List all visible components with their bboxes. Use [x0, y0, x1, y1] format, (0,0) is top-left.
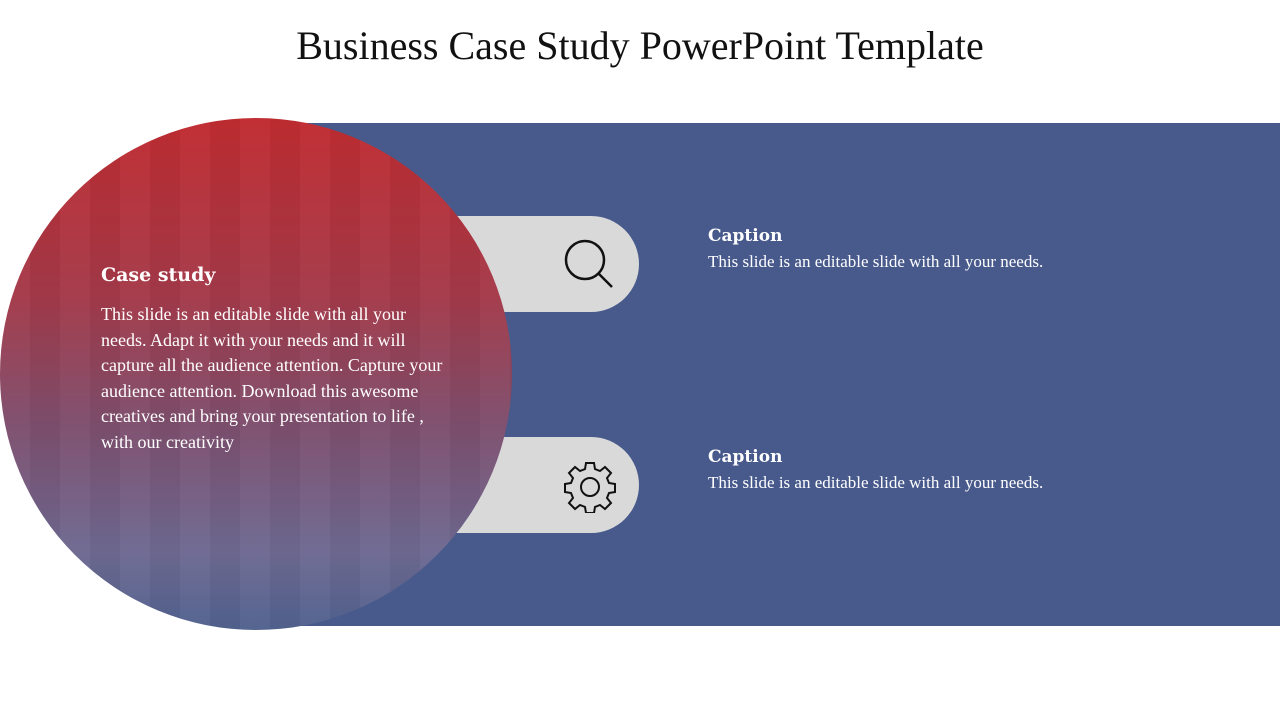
caption-text: This slide is an editable slide with all…	[708, 473, 1044, 492]
case-study-heading: Case study	[101, 264, 216, 286]
case-study-body: This slide is an editable slide with all…	[101, 304, 443, 452]
search-icon	[564, 239, 613, 288]
gear-icon	[564, 462, 616, 513]
caption-block-1: Caption This slide is an editable slide …	[708, 226, 1068, 273]
case-study-circle-image	[0, 118, 512, 630]
caption-heading: Caption	[708, 447, 783, 467]
case-study-block: Case study This slide is an editable sli…	[101, 264, 446, 455]
slide-title: Business Case Study PowerPoint Template	[296, 23, 984, 68]
caption-block-2: Caption This slide is an editable slide …	[708, 447, 1068, 494]
caption-text: This slide is an editable slide with all…	[708, 252, 1044, 271]
caption-heading: Caption	[708, 226, 783, 246]
